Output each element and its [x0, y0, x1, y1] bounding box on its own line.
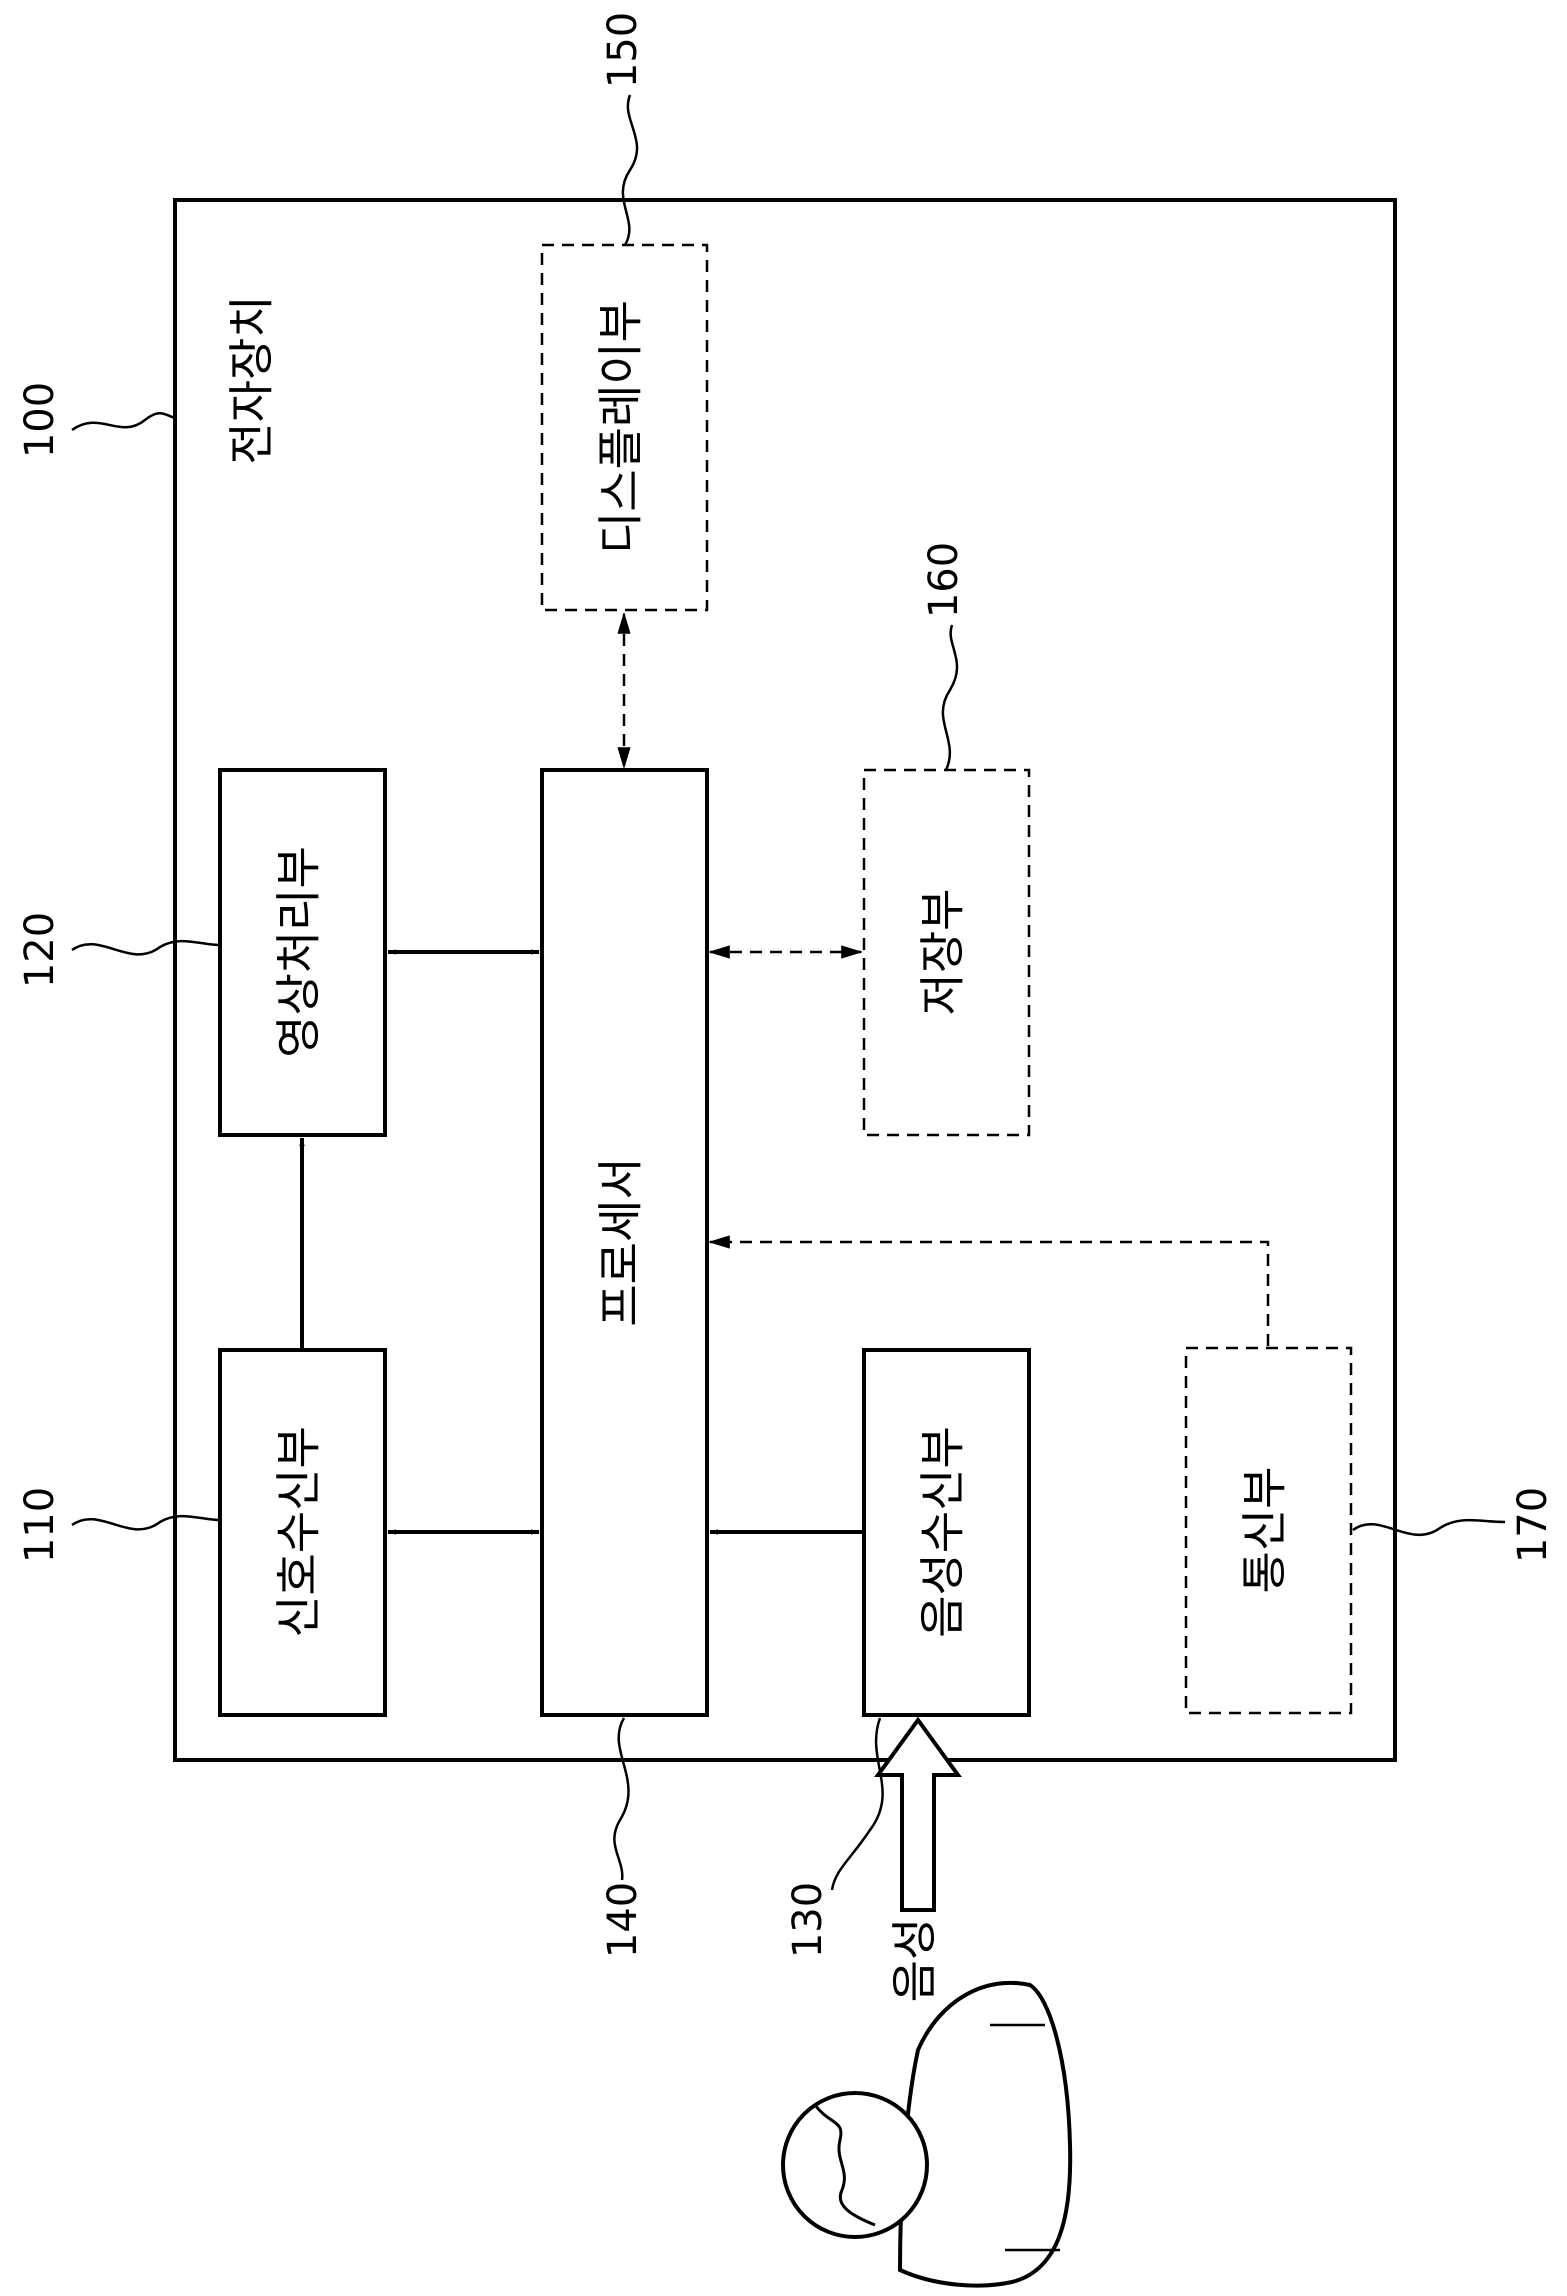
- ref-170-leader: [1353, 1520, 1505, 1535]
- signal-receiver-block: 신호수신부: [220, 1350, 385, 1715]
- ref-150-leader: [623, 95, 637, 245]
- ref-140: 140: [600, 1882, 646, 1958]
- ref-100: 100: [17, 382, 63, 458]
- user-figure: [783, 1983, 1070, 2286]
- voice-receiver-block: 음성수신부: [864, 1350, 1029, 1715]
- ref-100-leader: [72, 413, 175, 430]
- communication-to-processor-arrow: [710, 1242, 1268, 1346]
- storage-block: 저장부: [864, 770, 1029, 1135]
- ref-160-leader: [943, 625, 957, 770]
- ref-120: 120: [17, 912, 63, 988]
- voice-input-arrow: [878, 1720, 958, 1910]
- ref-150: 150: [600, 12, 646, 88]
- storage-label: 저장부: [916, 889, 970, 1016]
- processor-label: 프로세서: [594, 1157, 648, 1326]
- ref-110-leader: [72, 1516, 220, 1529]
- communication-label: 통신부: [1238, 1467, 1292, 1594]
- image-processor-label: 영상처리부: [272, 846, 326, 1058]
- display-label: 디스플레이부: [594, 300, 648, 554]
- ref-130: 130: [785, 1882, 831, 1958]
- ref-160: 160: [921, 542, 967, 618]
- processor-block: 프로세서: [542, 770, 707, 1715]
- voice-input-label: 음성: [888, 1918, 942, 2003]
- user-body: [900, 1983, 1070, 2286]
- ref-110: 110: [17, 1487, 63, 1563]
- device-label: 전자장치: [225, 295, 279, 464]
- display-block: 디스플레이부: [542, 245, 707, 610]
- ref-140-leader: [614, 1718, 628, 1880]
- ref-170: 170: [1510, 1487, 1556, 1563]
- signal-receiver-label: 신호수신부: [272, 1426, 326, 1638]
- voice-receiver-label: 음성수신부: [916, 1426, 970, 1638]
- ref-120-leader: [72, 941, 220, 954]
- communication-block: 통신부: [1186, 1348, 1351, 1713]
- image-processor-block: 영상처리부: [220, 770, 385, 1135]
- ref-130-leader: [832, 1718, 883, 1890]
